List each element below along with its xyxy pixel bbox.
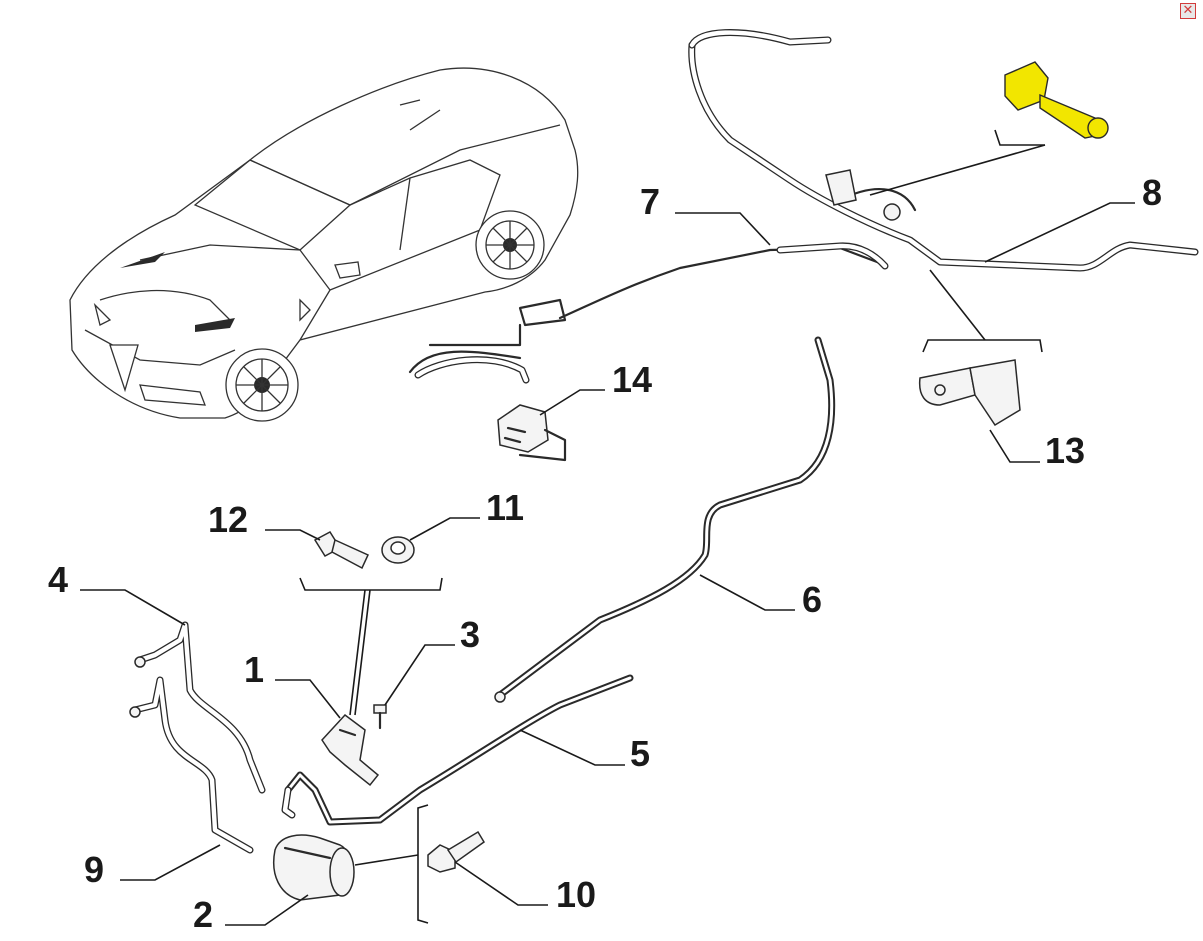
- leader-2: [225, 894, 309, 926]
- callout-12: 12: [208, 499, 248, 540]
- callout-1: 1: [244, 649, 264, 690]
- leader-5: [519, 729, 625, 766]
- leader-3: [384, 644, 455, 706]
- leader-13: [989, 429, 1040, 463]
- part-2-canister: [273, 834, 355, 901]
- callout-3: 3: [460, 614, 480, 655]
- callout-11: 11: [486, 487, 524, 528]
- part-3-screw: [373, 704, 387, 730]
- leader-14: [539, 389, 605, 416]
- car-illustration: [69, 67, 579, 422]
- callout-10: 10: [556, 874, 596, 915]
- leader-6: [699, 574, 795, 611]
- part-7-hose: [408, 242, 889, 384]
- leader-7: [675, 212, 771, 246]
- part-6-line: [494, 336, 836, 703]
- callout-9: 9: [84, 849, 104, 890]
- part-8-tube: [688, 29, 1199, 272]
- leader-10: [454, 861, 548, 906]
- part-9-hose: [129, 676, 254, 854]
- close-button[interactable]: ✕: [1180, 3, 1196, 19]
- part-13-bracket: [918, 269, 1043, 427]
- part-11-nut: [381, 536, 415, 564]
- part-5-line: [281, 674, 634, 826]
- close-icon: ✕: [1182, 3, 1194, 18]
- callout-7: 7: [640, 181, 660, 222]
- callout-13: 13: [1045, 430, 1085, 471]
- leader-1: [275, 679, 341, 719]
- leader-11: [409, 517, 480, 541]
- callout-5: 5: [630, 733, 650, 774]
- part-10-bolt: [427, 830, 485, 873]
- leader-4: [80, 589, 186, 626]
- part-12-bolt: [313, 531, 369, 570]
- callout-6: 6: [802, 579, 822, 620]
- part-1-clip: [321, 713, 380, 787]
- leader-9: [120, 844, 221, 881]
- callout-4: 4: [48, 559, 68, 600]
- leader-12: [265, 529, 321, 541]
- callout-2: 2: [193, 894, 213, 935]
- highlighted-solenoid: [869, 61, 1109, 196]
- callout-14: 14: [612, 359, 652, 400]
- part-14-valve: [497, 404, 567, 462]
- callout-8: 8: [1142, 172, 1162, 213]
- leader-8: [984, 202, 1135, 263]
